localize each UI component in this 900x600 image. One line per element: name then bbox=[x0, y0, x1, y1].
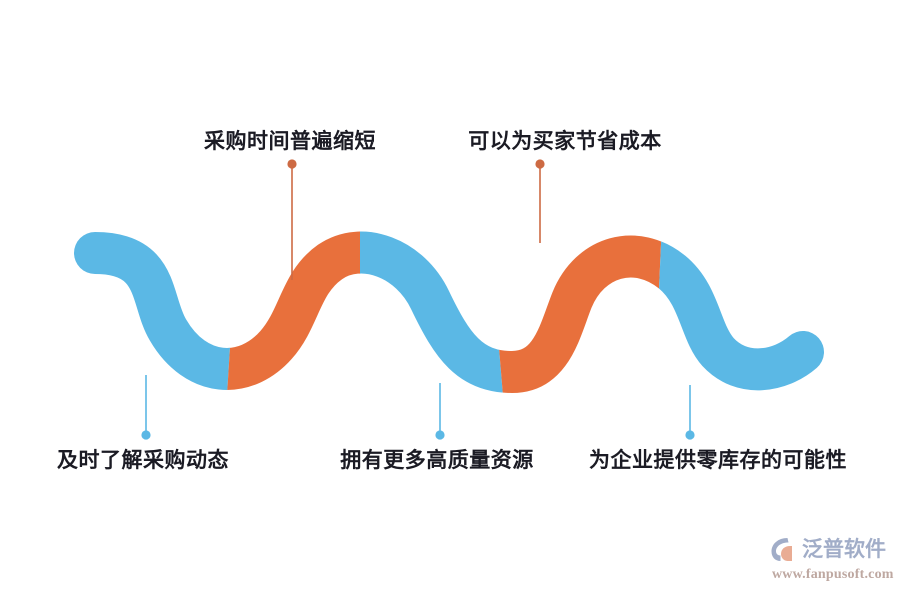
fanpu-logo-icon bbox=[771, 538, 792, 561]
callout-connector-dot bbox=[685, 430, 695, 440]
callout-connector-dot bbox=[141, 430, 151, 440]
callout-label-1: 及时了解采购动态 bbox=[57, 448, 229, 472]
callout-connector-dot bbox=[287, 159, 297, 169]
callout-label-2: 采购时间普遍缩短 bbox=[204, 129, 376, 153]
watermark-brand: 泛普软件 bbox=[802, 536, 886, 561]
watermark: 泛普软件 www.fanpusoft.com bbox=[770, 532, 894, 590]
callout-connector-dot bbox=[535, 159, 545, 169]
callout-label-5: 为企业提供零库存的可能性 bbox=[589, 448, 847, 472]
callout-connector-dot bbox=[435, 430, 445, 440]
callout-label-4: 可以为买家节省成本 bbox=[468, 129, 662, 153]
watermark-url: www.fanpusoft.com bbox=[772, 567, 894, 582]
callout-connectors bbox=[141, 159, 695, 440]
callout-label-3: 拥有更多高质量资源 bbox=[340, 448, 534, 472]
wave-ribbon bbox=[95, 253, 803, 372]
